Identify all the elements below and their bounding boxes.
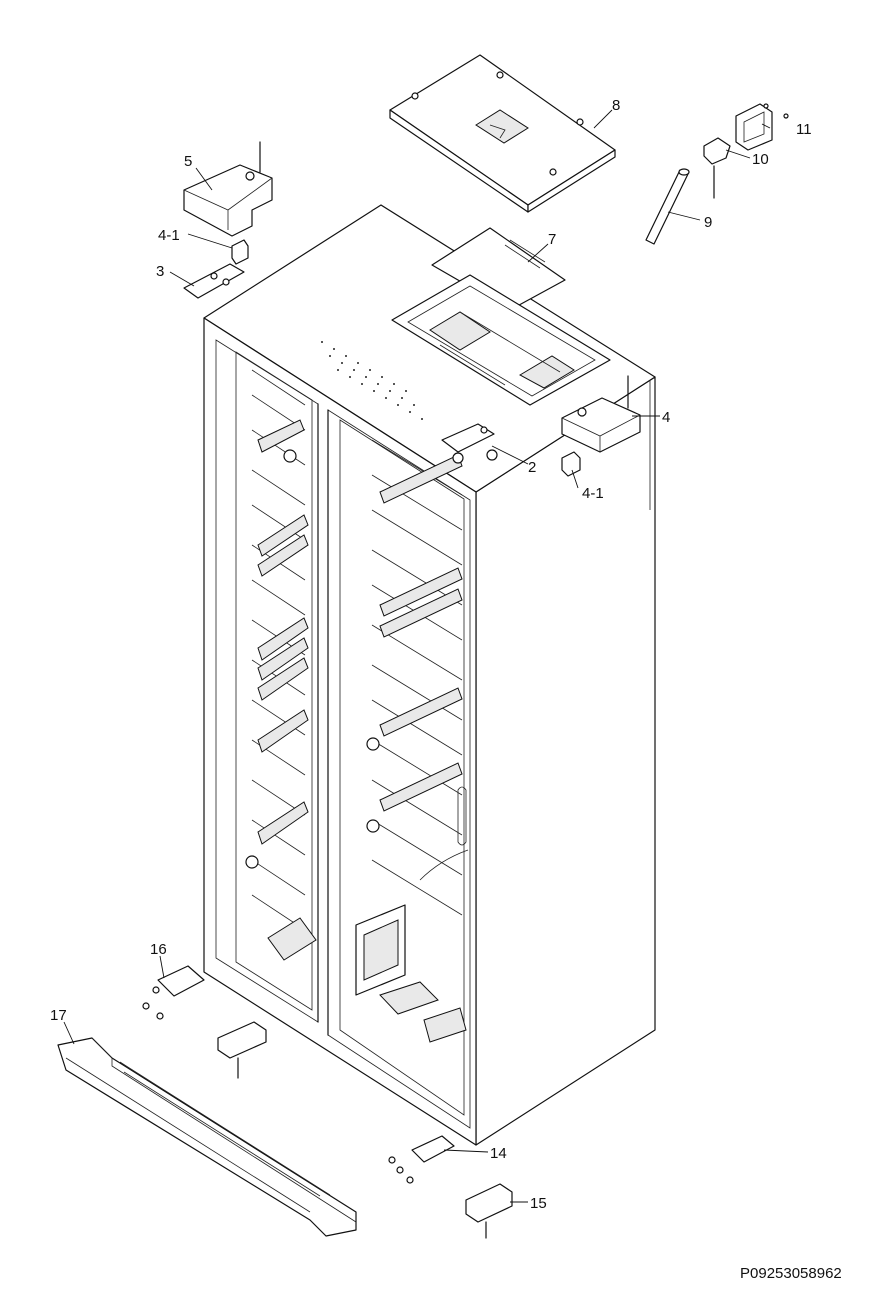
top-vent-pattern (321, 341, 423, 420)
callout-9: 9 (704, 214, 712, 231)
right-compartment-rails (355, 439, 469, 1043)
callout-10: 10 (752, 151, 769, 168)
part-4-hinge-cover-right (561, 375, 641, 453)
callout-17: 17 (50, 1007, 67, 1024)
part-2-middle-hinge (441, 423, 498, 464)
part-3-hinge-plate (183, 263, 245, 299)
callout-labels: 5 4-1 3 8 7 9 10 11 4 2 4-1 16 17 14 15 … (50, 97, 842, 1282)
part-8-top-cover (389, 54, 616, 213)
part-10-bracket (703, 137, 731, 199)
part-5-hinge-cover-left (183, 141, 273, 237)
left-compartment-rails (245, 369, 317, 961)
callout-7: 7 (548, 231, 556, 248)
leader-lines (63, 109, 771, 1203)
bottom-left-hinge (217, 1021, 267, 1079)
part-17-base-grille (57, 1037, 357, 1237)
callout-16: 16 (150, 941, 167, 958)
part-11-bracket (735, 103, 789, 151)
callout-14: 14 (490, 1145, 507, 1162)
callout-4-1-left: 4-1 (158, 227, 180, 244)
part-9-pin (645, 168, 690, 245)
callout-8: 8 (612, 97, 620, 114)
callout-4-1-right: 4-1 (582, 485, 604, 502)
callout-4: 4 (662, 409, 670, 426)
callout-11: 11 (796, 121, 812, 138)
figure-code: P09253058962 (740, 1265, 842, 1282)
callout-5: 5 (184, 153, 192, 170)
part-4-1-bracket-right (561, 451, 581, 477)
callout-3: 3 (156, 263, 164, 280)
part-4-1-bracket-left (231, 239, 249, 265)
control-housing-tray (391, 274, 611, 406)
callout-15: 15 (530, 1195, 547, 1212)
part-14-bottom-hinge (388, 1135, 455, 1184)
part-15-hinge-block (465, 1183, 513, 1239)
part-16-bottom-bracket (142, 965, 205, 1020)
callout-2: 2 (528, 459, 536, 476)
